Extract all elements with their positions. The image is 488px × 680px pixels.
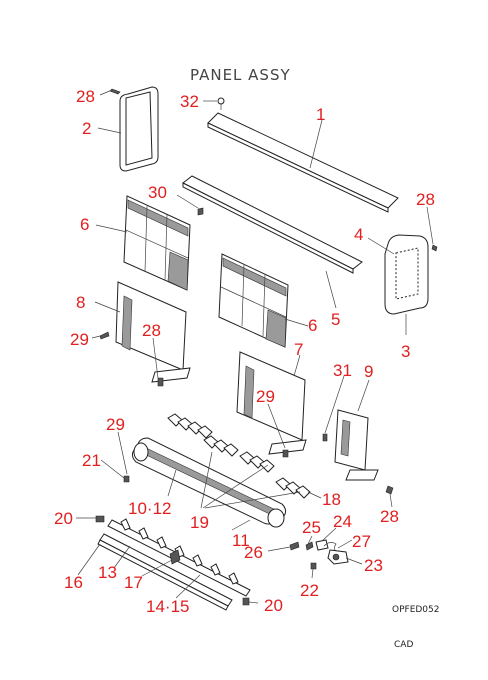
screw-28-middle: [157, 377, 164, 387]
callout-1: 1: [316, 105, 325, 124]
callout-30: 30: [148, 183, 167, 202]
part-3-right-end-cover: [384, 234, 429, 315]
screw-29-left: [99, 331, 110, 340]
callout-6b: 6: [308, 316, 317, 335]
callout-20a: 20: [54, 509, 73, 528]
callout-28c: 28: [142, 321, 161, 340]
part-25-pin: [305, 541, 314, 551]
callout-5: 5: [331, 310, 340, 329]
screw-30: [197, 207, 204, 216]
cad-label: CAD: [394, 640, 413, 650]
callout-11: 11: [232, 531, 250, 550]
part-1-top-panel: [207, 112, 399, 213]
callout-29b: 29: [256, 387, 275, 406]
part-20-bushing-right: [242, 597, 250, 606]
callout-19: 19: [190, 513, 209, 532]
callout-17: 17: [124, 573, 143, 592]
part-26-screw: [289, 541, 300, 551]
callout-25: 25: [302, 518, 321, 537]
callout-28b: 28: [416, 190, 435, 209]
part-2-left-end-cover: [119, 86, 159, 172]
callout-28a: 28: [76, 87, 95, 106]
part-9-side-bracket: [334, 409, 379, 481]
leader-lines: [76, 89, 434, 604]
part-20-bushing-left: [95, 515, 105, 523]
callout-13: 13: [98, 563, 117, 582]
screw-29-middle: [282, 449, 289, 458]
callout-27: 27: [352, 532, 371, 551]
part-24-link: [315, 539, 329, 551]
callout-8: 8: [76, 293, 85, 312]
part-8-left-side-panel: [115, 281, 191, 383]
part-10-12-louver-housing: [131, 437, 287, 528]
callout-20b: 20: [264, 596, 283, 615]
callout-4: 4: [354, 225, 363, 244]
screw-31: [322, 433, 328, 442]
part-13-16-louver-blade: [97, 533, 233, 611]
callout-14-15: 14·15: [146, 597, 189, 616]
callout-9: 9: [364, 362, 373, 381]
callout-29c: 29: [106, 415, 125, 434]
part-6-air-filter-left: [123, 195, 191, 291]
screw-28-top-left: [109, 88, 121, 95]
part-18-louver-clips: [167, 413, 311, 499]
callout-31: 31: [333, 361, 352, 380]
callout-3: 3: [401, 342, 410, 361]
screw-28-right: [431, 244, 438, 252]
callout-28d: 28: [380, 507, 399, 526]
part-7-right-side-panel: [236, 351, 307, 455]
part-23-louver-motor: [327, 549, 349, 565]
screw-21: [123, 475, 130, 483]
part-22-screw: [310, 562, 317, 570]
screw-28-lower-right: [385, 485, 394, 495]
callout-32: 32: [180, 92, 199, 111]
part-5-front-rail: [182, 175, 363, 274]
callout-29a: 29: [70, 330, 89, 349]
drawing-code: OPFED052: [392, 605, 439, 615]
part-6-air-filter-right: [218, 253, 289, 348]
callout-24: 24: [333, 512, 352, 531]
diagram-title: PANEL ASSY: [190, 66, 291, 84]
callout-2: 2: [82, 119, 91, 138]
callout-7: 7: [294, 340, 303, 359]
screw-32: [217, 97, 225, 110]
callout-16: 16: [64, 573, 83, 592]
callout-22: 22: [300, 581, 319, 600]
callout-23: 23: [364, 556, 383, 575]
callout-10-12: 10·12: [128, 499, 171, 518]
callout-26: 26: [244, 543, 263, 562]
callout-18: 18: [322, 490, 341, 509]
callout-6a: 6: [80, 215, 89, 234]
callout-21: 21: [82, 451, 101, 470]
